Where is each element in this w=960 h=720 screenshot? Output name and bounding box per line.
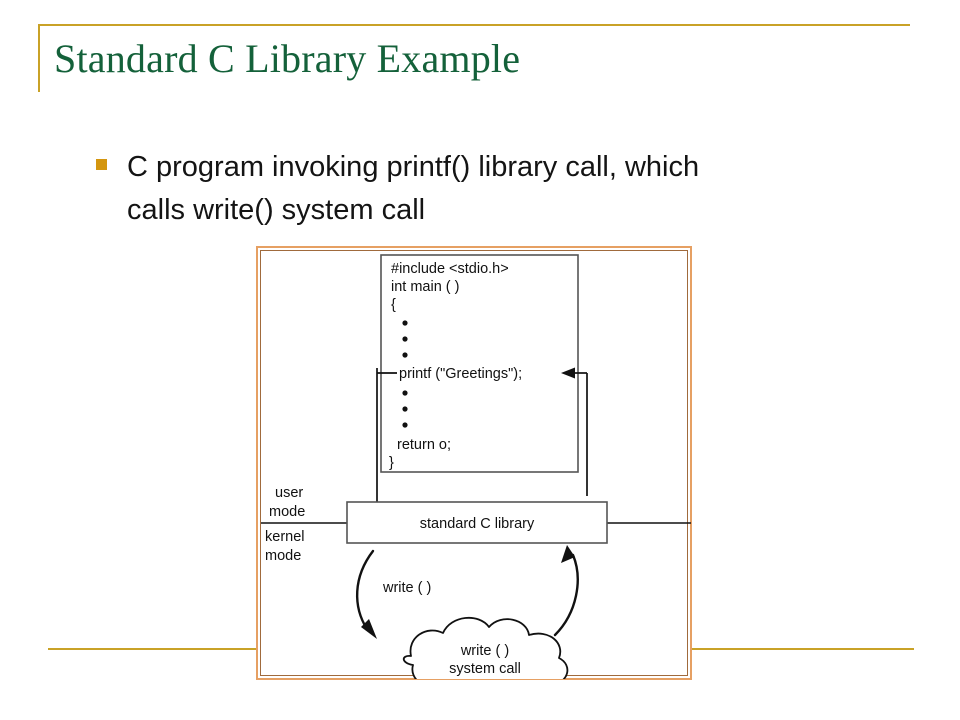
library-return-arrowhead: [561, 367, 575, 379]
write-call-curved-arrow: [356, 549, 375, 631]
write-return-curved-arrow: [553, 553, 579, 637]
kernel-mode-label-line1: kernel: [265, 529, 305, 545]
figure-canvas: #include <stdio.h> int main ( ) { printf…: [261, 251, 691, 679]
standard-c-library-box: [346, 501, 608, 544]
bullet-square-icon: [96, 159, 107, 170]
user-mode-label-line1: user: [275, 485, 303, 501]
title-rule-top: [38, 24, 910, 26]
write-call-arrowhead: [361, 619, 377, 639]
code-ellipsis-dot: [402, 406, 408, 412]
bullet-list-item: C program invoking printf() library call…: [96, 146, 836, 232]
cloud-label-line2: system call: [449, 661, 521, 677]
code-ellipsis-dot: [402, 336, 408, 342]
c-library-flow-diagram: #include <stdio.h> int main ( ) { printf…: [261, 254, 691, 679]
code-box: [380, 254, 579, 473]
code-line-return: return o;: [397, 437, 451, 453]
write-return-arrowhead: [561, 545, 575, 563]
standard-c-library-label: standard C library: [420, 516, 535, 532]
kernel-mode-label-line2: mode: [265, 548, 301, 564]
page-title: Standard C Library Example: [54, 36, 521, 81]
code-ellipsis-dot: [402, 390, 408, 396]
code-ellipsis-dot: [402, 320, 408, 326]
cloud-label-line1: write ( ): [460, 643, 509, 659]
write-call-label: write ( ): [382, 580, 431, 596]
write-system-call-cloud: [402, 616, 569, 679]
code-line-close-brace: }: [389, 455, 394, 471]
code-line-open-brace: {: [391, 297, 396, 313]
figure-frame: #include <stdio.h> int main ( ) { printf…: [256, 246, 692, 680]
title-rule-left: [38, 24, 40, 92]
code-ellipsis-dot: [402, 422, 408, 428]
code-ellipsis-dot: [402, 352, 408, 358]
user-mode-label-line2: mode: [269, 504, 305, 520]
bullet-item-label: C program invoking printf() library call…: [127, 151, 700, 226]
code-line-main: int main ( ): [391, 279, 460, 295]
figure-frame-inner-border: #include <stdio.h> int main ( ) { printf…: [260, 250, 691, 679]
code-line-include: #include <stdio.h>: [391, 261, 509, 277]
code-line-printf: printf ("Greetings");: [399, 366, 522, 382]
